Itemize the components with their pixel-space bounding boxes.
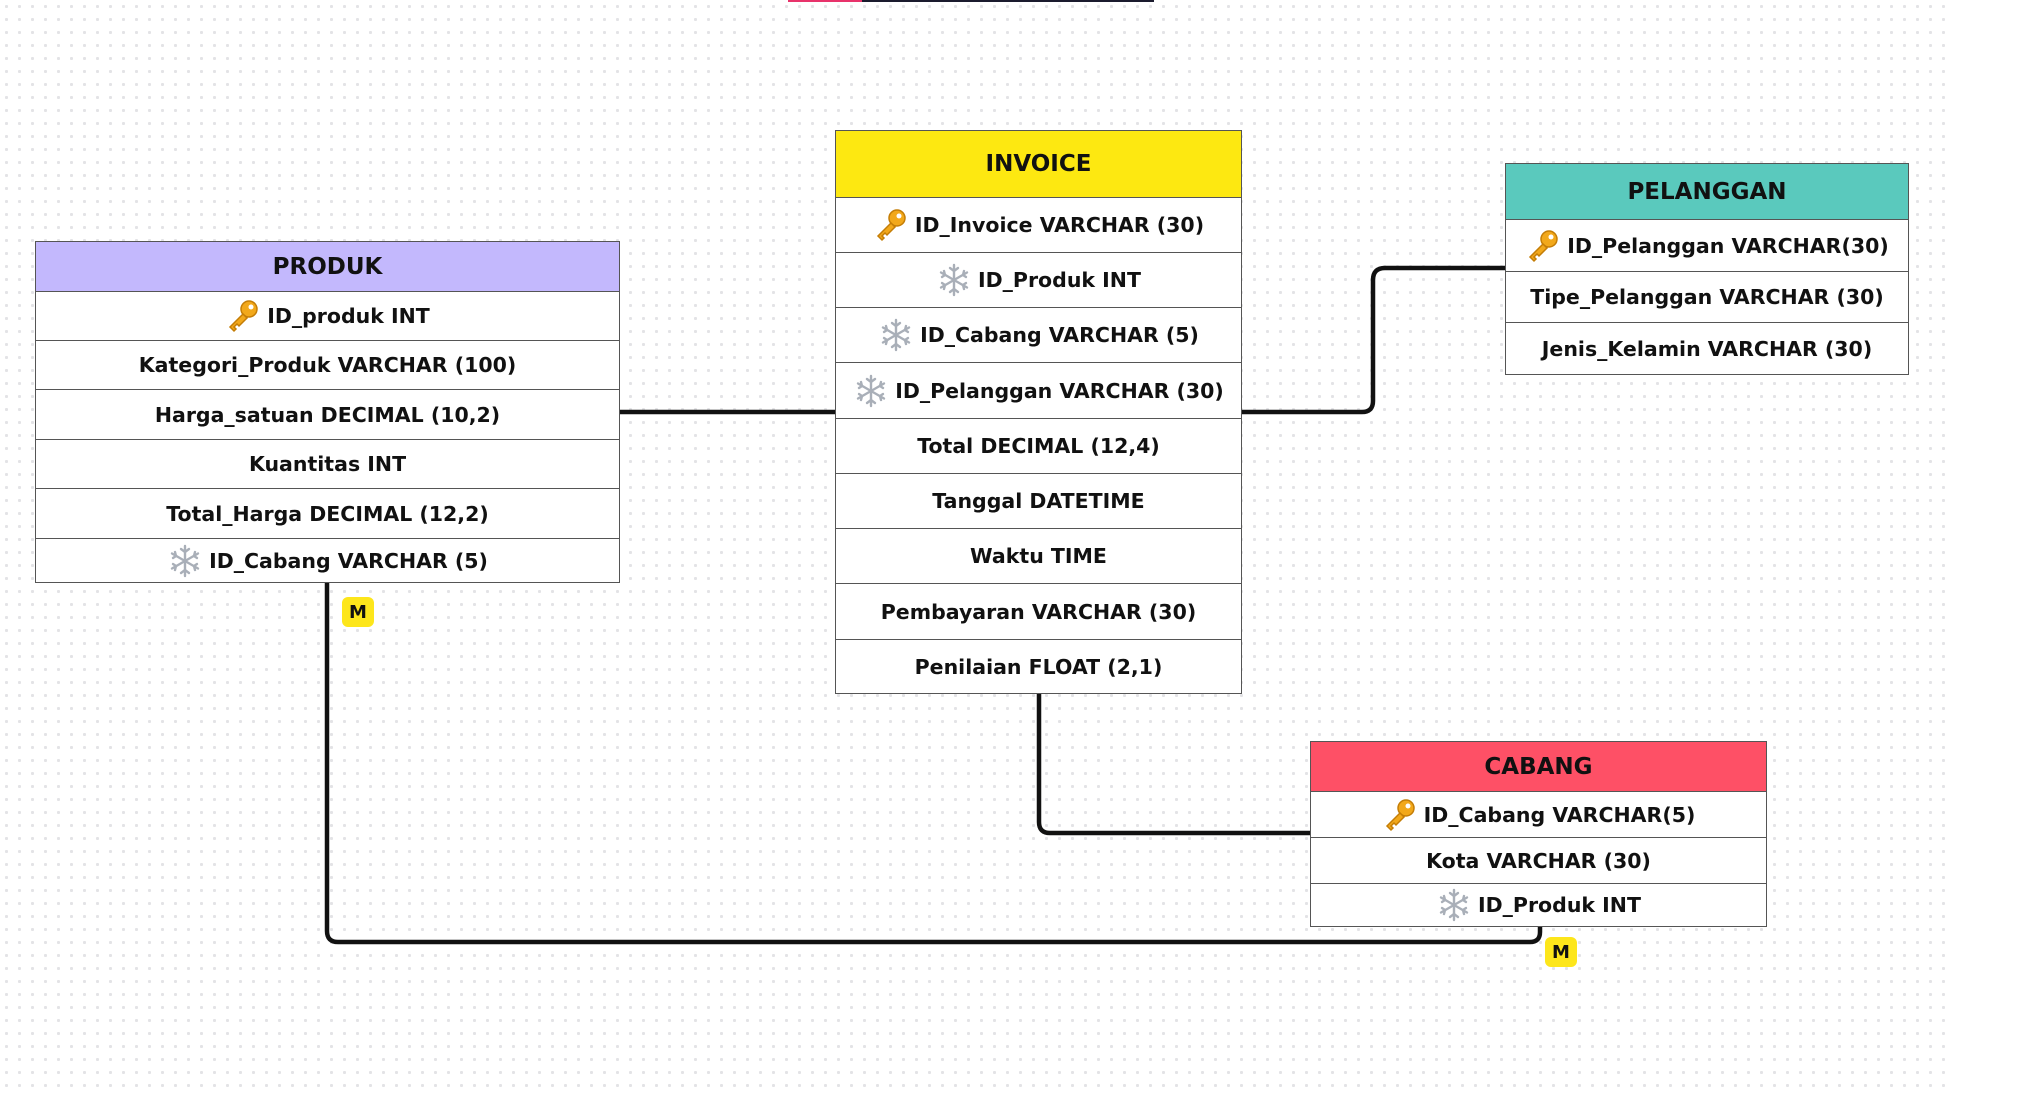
top-accent-dark: [862, 0, 1154, 2]
key-icon: [1382, 797, 1418, 833]
entity-pelanggan[interactable]: PELANGGAN ID_Pelanggan VARCHAR(30) Tipe_…: [1505, 163, 1909, 375]
produk-field: Kuantitas INT: [248, 452, 407, 476]
entity-invoice-header: INVOICE: [836, 131, 1241, 198]
cabang-field: ID_Produk INT: [1478, 893, 1641, 917]
produk-row[interactable]: ID_Cabang VARCHAR (5): [36, 539, 619, 582]
produk-row[interactable]: Harga_satuan DECIMAL (10,2): [36, 390, 619, 440]
invoice-row[interactable]: ID_Produk INT: [836, 253, 1241, 308]
invoice-field: Penilaian FLOAT (2,1): [914, 655, 1163, 679]
key-icon: [873, 207, 909, 243]
produk-field: Kategori_Produk VARCHAR (100): [138, 353, 517, 377]
entity-produk-header: PRODUK: [36, 242, 619, 292]
entity-pelanggan-header: PELANGGAN: [1506, 164, 1908, 220]
produk-row[interactable]: ID_produk INT: [36, 292, 619, 341]
cabang-row[interactable]: Kota VARCHAR (30): [1311, 838, 1766, 884]
entity-cabang[interactable]: CABANG ID_Cabang VARCHAR(5) Kota VARCHAR…: [1310, 741, 1767, 927]
entity-produk-title: PRODUK: [272, 253, 383, 280]
cabang-field: Kota VARCHAR (30): [1426, 848, 1651, 873]
produk-row[interactable]: Kuantitas INT: [36, 440, 619, 489]
snowflake-icon: [936, 262, 972, 298]
produk-field: ID_produk INT: [267, 304, 430, 328]
entity-pelanggan-title: PELANGGAN: [1627, 178, 1787, 205]
entity-invoice[interactable]: INVOICE ID_Invoice VARCHAR (30) ID_Produ…: [835, 130, 1242, 694]
key-icon: [1525, 228, 1561, 264]
connector-invoice-pelanggan: [1240, 265, 1506, 415]
snowflake-icon: [853, 373, 889, 409]
produk-field: Total_Harga DECIMAL (12,2): [166, 501, 489, 526]
pelanggan-row[interactable]: Tipe_Pelanggan VARCHAR (30): [1506, 272, 1908, 323]
invoice-field: ID_Produk INT: [978, 268, 1141, 292]
invoice-row[interactable]: Tanggal DATETIME: [836, 474, 1241, 529]
cabang-cardinality-badge: M: [1545, 937, 1577, 967]
pelanggan-field: Tipe_Pelanggan VARCHAR (30): [1530, 285, 1884, 309]
produk-cardinality-badge: M: [342, 597, 374, 627]
invoice-row[interactable]: ID_Invoice VARCHAR (30): [836, 198, 1241, 253]
connector-invoice-cabang: [1036, 693, 1311, 836]
cabang-field: ID_Cabang VARCHAR(5): [1423, 802, 1696, 827]
cabang-row[interactable]: ID_Produk INT: [1311, 884, 1766, 926]
cabang-row[interactable]: ID_Cabang VARCHAR(5): [1311, 792, 1766, 838]
invoice-field: Waktu TIME: [970, 544, 1107, 568]
pelanggan-row[interactable]: Jenis_Kelamin VARCHAR (30): [1506, 323, 1908, 374]
pelanggan-row[interactable]: ID_Pelanggan VARCHAR(30): [1506, 220, 1908, 272]
entity-invoice-title: INVOICE: [985, 151, 1092, 177]
produk-row[interactable]: Total_Harga DECIMAL (12,2): [36, 489, 619, 539]
invoice-field: Pembayaran VARCHAR (30): [880, 599, 1197, 624]
invoice-field: Tanggal DATETIME: [932, 489, 1145, 513]
pelanggan-field: ID_Pelanggan VARCHAR(30): [1567, 233, 1889, 258]
entity-cabang-title: CABANG: [1484, 753, 1593, 780]
top-accent-pink: [788, 0, 862, 2]
invoice-row[interactable]: ID_Cabang VARCHAR (5): [836, 308, 1241, 363]
produk-row[interactable]: Kategori_Produk VARCHAR (100): [36, 341, 619, 390]
connector-produk-cabang: [324, 582, 1543, 945]
invoice-row[interactable]: Penilaian FLOAT (2,1): [836, 640, 1241, 694]
entity-cabang-header: CABANG: [1311, 742, 1766, 792]
produk-field: ID_Cabang VARCHAR (5): [209, 548, 488, 573]
key-icon: [225, 298, 261, 334]
pelanggan-field: Jenis_Kelamin VARCHAR (30): [1541, 336, 1873, 361]
invoice-row[interactable]: Pembayaran VARCHAR (30): [836, 584, 1241, 640]
invoice-row[interactable]: Total DECIMAL (12,4): [836, 419, 1241, 474]
invoice-field: ID_Invoice VARCHAR (30): [914, 213, 1205, 237]
produk-field: Harga_satuan DECIMAL (10,2): [154, 402, 501, 427]
snowflake-icon: [167, 543, 203, 579]
invoice-row[interactable]: Waktu TIME: [836, 529, 1241, 584]
snowflake-icon: [1436, 887, 1472, 923]
invoice-field: Total DECIMAL (12,4): [917, 434, 1160, 458]
invoice-field: ID_Cabang VARCHAR (5): [920, 323, 1199, 347]
entity-produk[interactable]: PRODUK ID_produk INT Kategori_Produk VAR…: [35, 241, 620, 583]
invoice-row[interactable]: ID_Pelanggan VARCHAR (30): [836, 363, 1241, 419]
invoice-field: ID_Pelanggan VARCHAR (30): [895, 378, 1224, 403]
snowflake-icon: [878, 317, 914, 353]
